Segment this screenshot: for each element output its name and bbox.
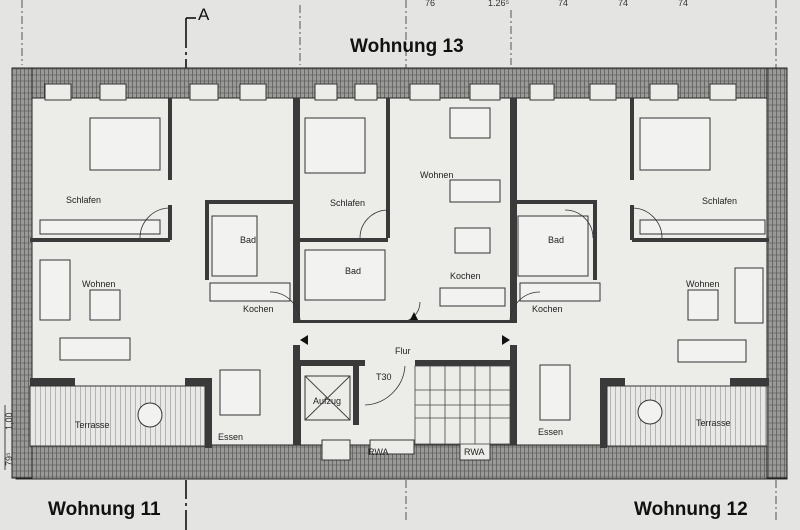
- apartment-label-12: Wohnung 12: [634, 499, 748, 520]
- room-essen-right: Essen: [538, 427, 563, 437]
- room-terrasse-left: Terrasse: [75, 420, 110, 430]
- room-wohnen-left: Wohnen: [82, 279, 115, 289]
- corridor-arrows: [300, 312, 510, 345]
- doors: [139, 207, 663, 406]
- rwa-label-2: RWA: [464, 447, 485, 457]
- svg-text:74: 74: [558, 0, 568, 8]
- room-kochen-mid: Kochen: [450, 271, 481, 281]
- side-dimensions: 1,00 79⁵: [4, 405, 14, 470]
- room-aufzug: Aufzug: [313, 396, 341, 406]
- apartment-label-13: Wohnung 13: [350, 36, 464, 57]
- walls: [30, 98, 769, 448]
- room-flur: Flur: [395, 346, 411, 356]
- room-bad-left: Bad: [240, 235, 256, 245]
- room-essen-left: Essen: [218, 432, 243, 442]
- apartment-label-11: Wohnung 11: [48, 499, 161, 520]
- room-schlafen-left: Schlafen: [66, 195, 101, 205]
- room-wohnen-right: Wohnen: [686, 279, 719, 289]
- top-dimensions: 76 1.26⁵ 74 74 74: [425, 0, 688, 8]
- section-marker: A: [198, 5, 210, 24]
- windows: [44, 83, 737, 461]
- room-schlafen-mid: Schlafen: [330, 198, 365, 208]
- elevator: [304, 375, 351, 421]
- furniture: [39, 107, 766, 428]
- room-kochen-right: Kochen: [532, 304, 563, 314]
- svg-text:74: 74: [618, 0, 628, 8]
- staircase: [414, 365, 511, 445]
- room-terrasse-right: Terrasse: [696, 418, 731, 428]
- room-schlafen-right: Schlafen: [702, 196, 737, 206]
- door-rating-t30: T30: [376, 372, 392, 382]
- terrace-right: [606, 385, 768, 447]
- room-labels: Schlafen Wohnen Bad Kochen Essen Terrass…: [66, 170, 737, 457]
- rwa-label-1: RWA: [368, 447, 389, 457]
- terrace-left: [29, 385, 206, 447]
- svg-text:74: 74: [678, 0, 688, 8]
- svg-text:1,00: 1,00: [4, 412, 14, 430]
- room-kochen-left: Kochen: [243, 304, 274, 314]
- svg-text:79⁵: 79⁵: [4, 452, 14, 466]
- room-bad-right: Bad: [548, 235, 564, 245]
- svg-text:76: 76: [425, 0, 435, 8]
- room-bad-mid: Bad: [345, 266, 361, 276]
- svg-text:1.26⁵: 1.26⁵: [488, 0, 510, 8]
- room-wohnen-mid: Wohnen: [420, 170, 453, 180]
